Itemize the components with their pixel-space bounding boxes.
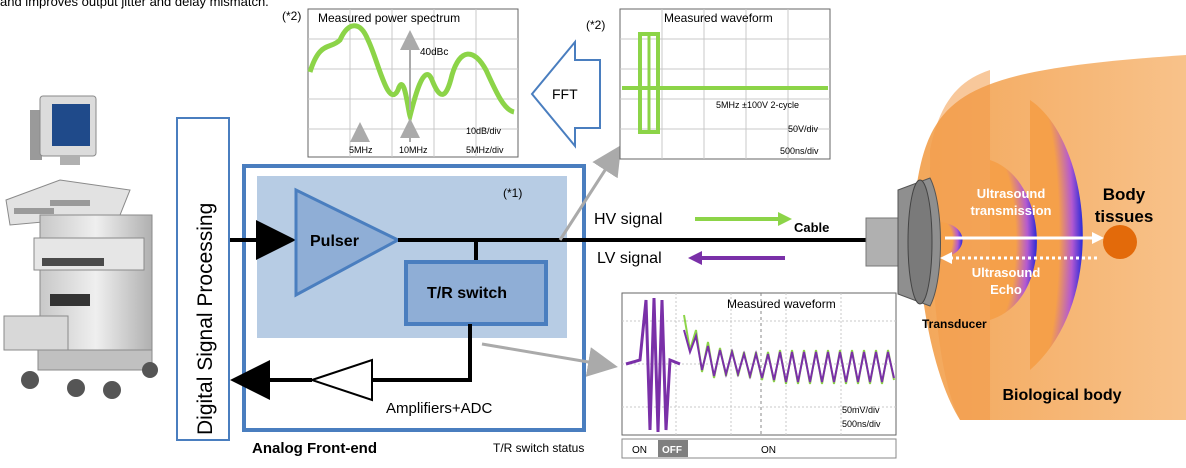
spectrum-ydiv: 10dB/div	[466, 126, 502, 136]
tr-switch-label: T/R switch	[427, 285, 507, 302]
hv-signal-label: HV signal	[594, 211, 662, 228]
spectrum-xdiv: 5MHz/div	[466, 145, 504, 155]
transmission-label-2: transmission	[971, 203, 1052, 218]
biological-body: Transducer Ultrasound transmission Ultra…	[865, 55, 1186, 420]
transducer-label: Transducer	[922, 317, 987, 331]
spectrum-curve	[307, 23, 515, 125]
echo-waveform-panel: Measured waveform 50mV/div 500ns/div	[621, 292, 897, 436]
spectrum-panel: (*2) Measured power spectrum 40dBc 5MHz …	[282, 8, 519, 158]
waveform-title: Measured waveform	[664, 11, 773, 25]
rx-path-line	[370, 324, 472, 382]
spectrum-title: Measured power spectrum	[318, 11, 460, 25]
amplifier-triangle	[308, 358, 373, 402]
tr-status-on-2: ON	[761, 445, 776, 456]
lv-arrow-head	[688, 251, 702, 265]
lv-signal-label: LV signal	[597, 250, 662, 267]
waveform-pointer	[558, 144, 622, 241]
fft-label: FFT	[552, 86, 578, 102]
echo-pulse-burst	[625, 297, 681, 433]
pulser-block	[294, 187, 402, 298]
waveform-params: 5MHz ±100V 2-cycle	[716, 100, 799, 110]
dbc-label: 40dBc	[420, 47, 448, 58]
mark-10mhz: 10MHz	[399, 145, 428, 155]
wavefront-2	[990, 160, 1037, 320]
waveform-note: (*2)	[586, 18, 605, 32]
ultrasound-machine-illustration	[3, 95, 158, 399]
echo-title: Measured waveform	[727, 297, 836, 311]
tr-status-off: OFF	[662, 445, 682, 456]
afe-label: Analog Front-end	[252, 440, 377, 457]
echo-pointer	[481, 342, 618, 377]
tr-status-on-1: ON	[632, 445, 647, 456]
pulser-label: Pulser	[310, 233, 359, 250]
dsp-block	[176, 117, 230, 441]
waveform-ydiv: 50V/div	[788, 124, 819, 134]
echo-purple-trace	[683, 329, 895, 383]
echo-label-2: Echo	[990, 282, 1022, 297]
echo-ydiv: 50mV/div	[842, 405, 880, 415]
afe-note: (*1)	[503, 186, 522, 200]
tissues-label-1: Body	[1103, 185, 1146, 204]
fft-arrow	[530, 39, 601, 149]
echo-label-1: Ultrasound	[972, 265, 1041, 280]
cable-label: Cable	[794, 220, 829, 235]
tr-status-label: T/R switch status	[493, 441, 584, 455]
hv-waveform-panel: (*2) Measured waveform 5MHz ±100V 2-cycl…	[586, 8, 831, 160]
spectrum-note: (*2)	[282, 9, 301, 23]
body-tissue-target	[1103, 225, 1137, 259]
wavefront-1	[940, 222, 963, 258]
tissues-label-2: tissues	[1095, 207, 1154, 226]
dsp-label: Digital Signal Processing	[194, 203, 217, 435]
wavefront-3	[1030, 100, 1083, 370]
tr-switch-block	[404, 260, 548, 326]
tr-status-bar	[621, 438, 897, 459]
hv-arrow-head	[778, 212, 792, 226]
echo-xdiv: 500ns/div	[842, 419, 881, 429]
top-caption: and improves output jitter and delay mis…	[0, 0, 269, 9]
biological-body-label: Biological body	[1002, 387, 1121, 404]
mark-5mhz: 5MHz	[349, 145, 373, 155]
transmission-label-1: Ultrasound	[977, 186, 1046, 201]
waveform-xdiv: 500ns/div	[780, 146, 819, 156]
tr-status-off-segment	[658, 440, 688, 457]
amplifiers-label: Amplifiers+ADC	[386, 400, 492, 417]
